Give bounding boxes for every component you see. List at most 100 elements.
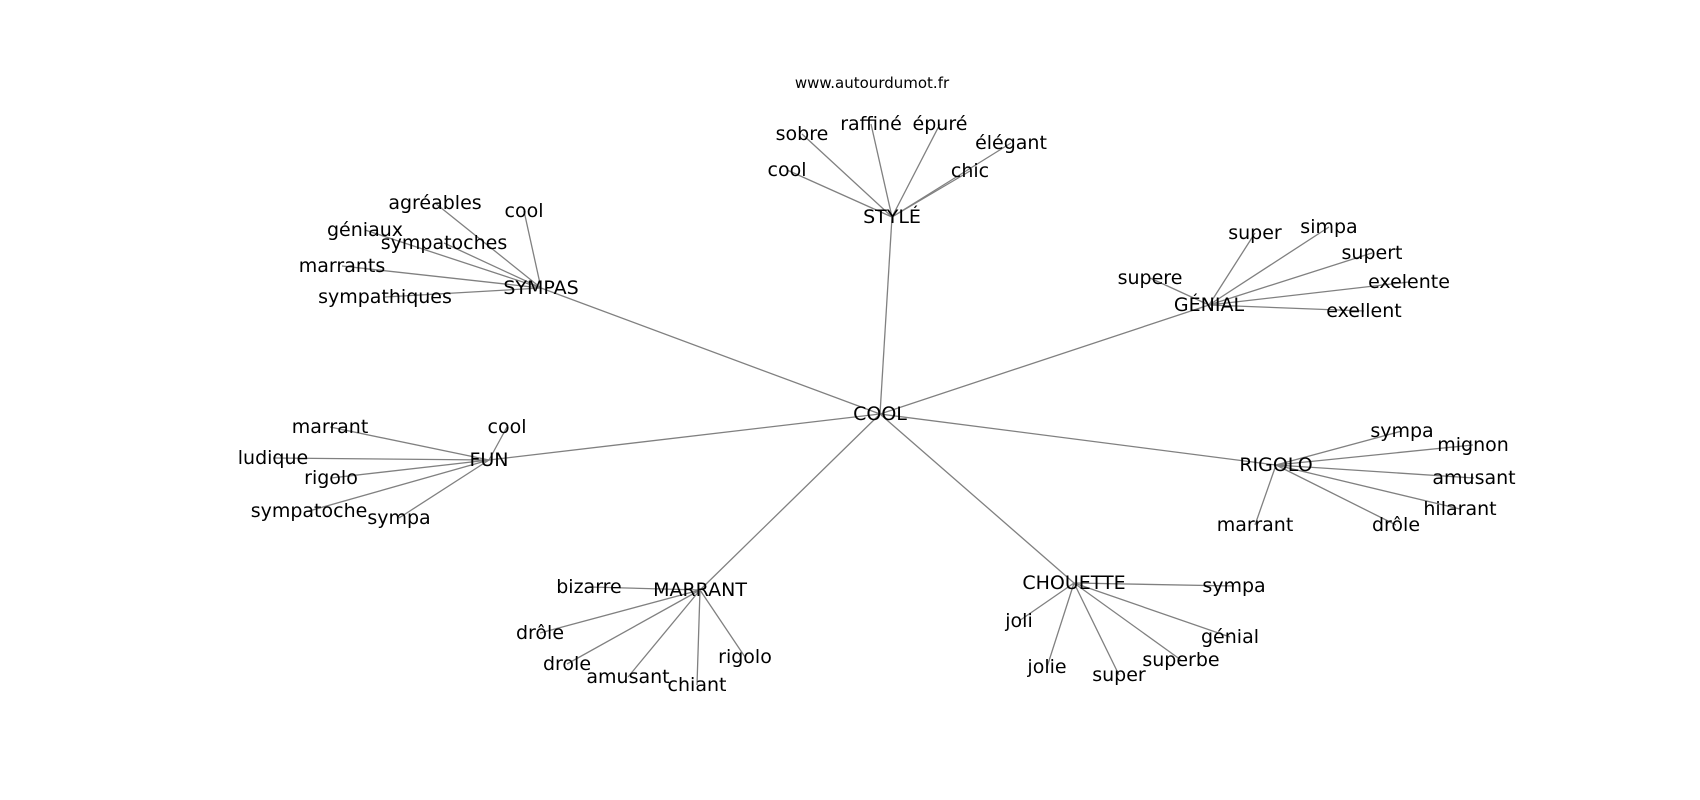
- edge-cluster-word: [1073, 582, 1120, 676]
- leaf-word: marrant: [1217, 514, 1294, 536]
- leaf-word: élégant: [975, 132, 1047, 154]
- leaf-word: épuré: [913, 113, 968, 135]
- edge-cluster-word: [1073, 582, 1235, 587]
- edge-cluster-word: [1275, 444, 1474, 466]
- graph-nodes: www.autourdumot.fr COOL STYLÉ sobre raffiné…: [238, 74, 1516, 696]
- edge-cluster-word: [696, 589, 701, 686]
- cluster-word: CHOUETTE: [1022, 572, 1125, 594]
- edge-cluster-word: [891, 170, 971, 218]
- edge-cluster-word: [1073, 582, 1182, 661]
- edge-cluster-word: [1275, 430, 1403, 466]
- leaf-word: superbe: [1142, 649, 1219, 671]
- graph-edges: [272, 123, 1475, 686]
- leaf-word: joli: [1004, 610, 1032, 632]
- edge-cluster-word: [1073, 582, 1231, 638]
- leaf-word: jolie: [1026, 656, 1066, 678]
- edge-cluster-word: [566, 589, 701, 665]
- edge-cluster-word: [1275, 464, 1461, 510]
- leaf-word: sympatoche: [251, 500, 368, 522]
- leaf-word: exellent: [1326, 300, 1401, 322]
- leaf-word: super: [1092, 664, 1146, 686]
- cluster-word: MARRANT: [653, 579, 747, 601]
- leaf-word: super: [1228, 222, 1282, 244]
- edge-cluster-word: [488, 426, 508, 461]
- edge-cluster-word: [364, 229, 542, 289]
- cluster-word: RIGOLO: [1239, 454, 1312, 476]
- leaf-word: supere: [1118, 267, 1183, 289]
- edge-cluster-word: [627, 589, 701, 678]
- edge-cluster-word: [398, 459, 490, 519]
- leaf-word: amusant: [586, 666, 669, 688]
- edge-cluster-word: [801, 133, 893, 218]
- leaf-word: marrant: [292, 416, 369, 438]
- edge-cluster-word: [699, 589, 746, 658]
- leaf-word: cool: [488, 416, 527, 438]
- leaf-word: bizarre: [556, 576, 622, 598]
- leaf-word: sobre: [776, 123, 829, 145]
- edge-center-cluster: [879, 413, 1075, 584]
- edge-cluster-word: [588, 586, 701, 591]
- edge-center-cluster: [540, 287, 881, 415]
- edge-cluster-word: [1208, 252, 1373, 306]
- edge-cluster-word: [329, 426, 490, 461]
- edge-cluster-word: [341, 265, 542, 289]
- leaf-word: exelente: [1368, 271, 1450, 293]
- edge-cluster-word: [523, 210, 542, 289]
- edge-cluster-word: [272, 457, 490, 461]
- leaf-word: raffiné: [840, 113, 902, 135]
- edge-cluster-word: [330, 459, 490, 479]
- edge-cluster-word: [1275, 464, 1397, 526]
- edge-cluster-word: [870, 123, 893, 218]
- leaf-word: drole: [543, 653, 591, 675]
- edge-center-cluster: [699, 413, 881, 591]
- edge-cluster-word: [1149, 277, 1210, 306]
- edge-center-cluster: [879, 216, 893, 415]
- edge-cluster-word: [1208, 226, 1330, 306]
- source-label: www.autourdumot.fr: [795, 74, 950, 92]
- leaf-word: supert: [1342, 242, 1403, 264]
- edge-center-cluster: [879, 413, 1277, 466]
- edge-cluster-word: [443, 242, 542, 289]
- leaf-word: sympa: [1202, 575, 1265, 597]
- edge-cluster-word: [539, 589, 701, 634]
- cluster-word: FUN: [469, 449, 508, 471]
- leaf-word: génial: [1201, 626, 1259, 648]
- leaf-word: rigolo: [304, 467, 358, 489]
- center-word: COOL: [853, 403, 907, 425]
- edge-cluster-word: [1254, 464, 1277, 526]
- leaf-word: sympatoches: [381, 232, 508, 254]
- leaf-word: sympa: [367, 507, 430, 529]
- leaf-word: géniaux: [327, 219, 403, 241]
- leaf-word: amusant: [1432, 467, 1515, 489]
- edge-cluster-word: [308, 459, 490, 512]
- leaf-word: rigolo: [718, 646, 772, 668]
- leaf-word: sympathiques: [318, 286, 452, 308]
- edge-cluster-word: [891, 123, 941, 218]
- leaf-word: chic: [951, 160, 989, 182]
- edge-cluster-word: [1208, 304, 1365, 312]
- edge-cluster-word: [384, 287, 542, 298]
- leaf-word: cool: [505, 200, 544, 222]
- leaf-word: sympa: [1370, 420, 1433, 442]
- cluster-word: GÉNIAL: [1174, 293, 1245, 316]
- leaf-word: simpa: [1300, 216, 1357, 238]
- leaf-word: mignon: [1437, 434, 1509, 456]
- edge-center-cluster: [488, 413, 881, 461]
- leaf-word: chiant: [668, 674, 727, 696]
- leaf-word: marrants: [299, 255, 385, 277]
- edge-cluster-word: [786, 169, 893, 218]
- leaf-word: agréables: [388, 192, 481, 214]
- leaf-word: ludique: [238, 447, 308, 469]
- edge-cluster-word: [1208, 281, 1410, 306]
- leaf-word: drôle: [1372, 514, 1420, 536]
- edge-cluster-word: [1046, 582, 1075, 668]
- edge-cluster-word: [434, 202, 542, 289]
- edge-cluster-word: [1018, 582, 1075, 622]
- leaf-word: cool: [768, 159, 807, 181]
- leaf-word: hilarant: [1423, 498, 1496, 520]
- cluster-word: SYMPAS: [503, 277, 578, 299]
- edge-cluster-word: [1275, 464, 1475, 479]
- leaf-word: drôle: [516, 622, 564, 644]
- cluster-word: STYLÉ: [863, 205, 921, 228]
